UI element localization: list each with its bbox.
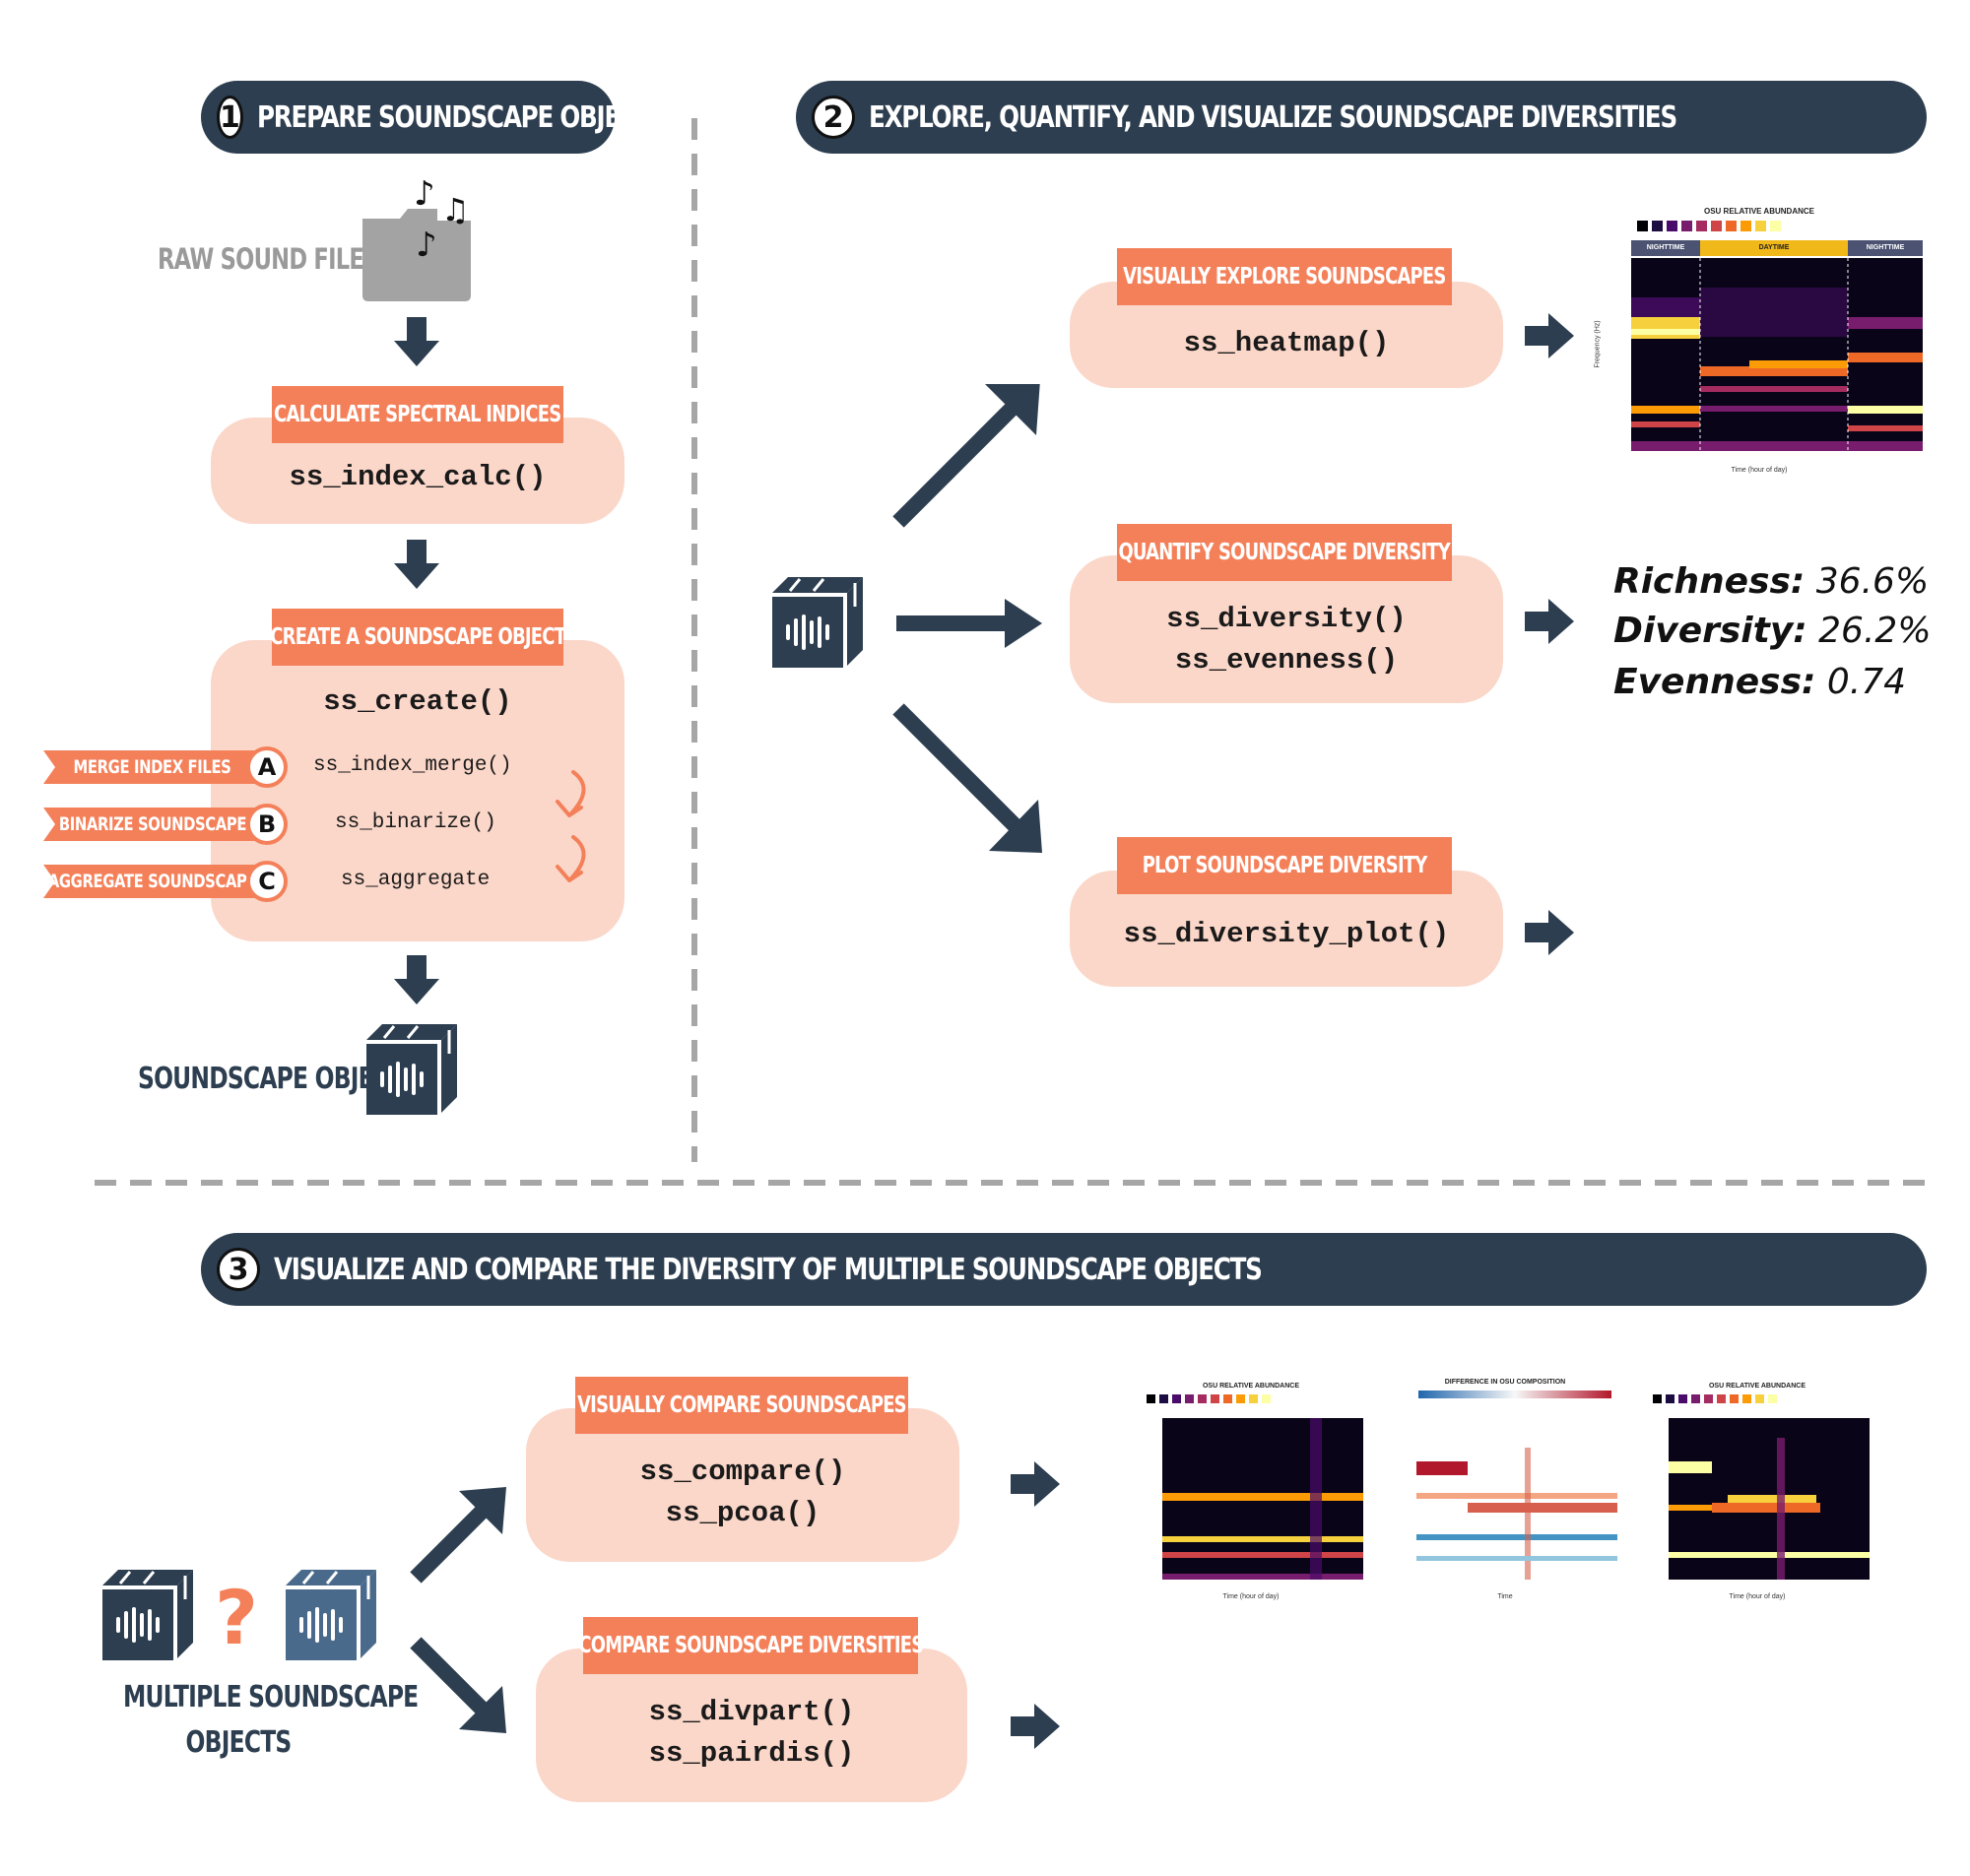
- compare-mid-heatmap: [1416, 1418, 1617, 1580]
- quantify-tag: QUANTIFY SOUNDSCAPE DIVERSITY: [1117, 524, 1452, 581]
- horizontal-divider: [95, 1180, 1931, 1186]
- right-arrow-plot: [1525, 910, 1574, 955]
- section2-number: 2: [812, 96, 855, 139]
- ss-index-merge-code: ss_index_merge(): [313, 754, 512, 777]
- soundscape-object-icon-2: [772, 577, 863, 668]
- compare-mid-title: DIFFERENCE IN OSU COMPOSITION: [1444, 1379, 1566, 1386]
- binarize-ribbon: BINARIZE SOUNDSCAPE: [43, 808, 262, 841]
- stat-richness: Richness: 36.6%: [1613, 561, 1930, 602]
- section1-title: PREPARE SOUNDSCAPE OBJECT: [256, 99, 653, 135]
- svg-text:♪: ♪: [416, 226, 437, 265]
- compare-plot-right: OSU RELATIVE ABUNDANCE Time (hour of day…: [1639, 1383, 1875, 1605]
- svg-text:♫: ♫: [441, 191, 470, 228]
- music-notes-icon: ♪ ♫ ♪: [414, 174, 470, 265]
- section1-banner: 1 PREPARE SOUNDSCAPE OBJECT: [201, 81, 653, 154]
- soundscape-object-icon: [366, 1024, 457, 1115]
- substep-a-badge: A: [246, 746, 288, 788]
- compare-plot-left: OSU RELATIVE ABUNDANCE Time (hour of day…: [1133, 1383, 1369, 1605]
- raw-sound-files-label: RAW SOUND FILES: [158, 242, 379, 276]
- compare-left-xlabel: Time (hour of day): [1222, 1593, 1280, 1600]
- right-arrow-diversities: [1011, 1704, 1060, 1749]
- right-arrow-explore: [1525, 313, 1574, 358]
- stat-diversity: Diversity: 26.2%: [1613, 611, 1932, 651]
- curved-arrow-icon-1: [556, 770, 586, 817]
- compare-tag: VISUALLY COMPARE SOUNDSCAPES: [575, 1377, 908, 1434]
- curved-arrow-icon-2: [556, 835, 586, 882]
- ss-divpart-code: ss_divpart(): [648, 1696, 855, 1728]
- compare-right-title: OSU RELATIVE ABUNDANCE: [1708, 1383, 1806, 1390]
- period-night-2: NIGHTTIME: [1848, 240, 1923, 256]
- substep-b-badge: B: [246, 804, 288, 845]
- ss-aggregate-code: ss_aggregate: [341, 869, 491, 891]
- diversities-tag: COMPARE SOUNDSCAPE DIVERSITIES: [578, 1617, 924, 1674]
- compare-left-heatmap: [1162, 1418, 1363, 1580]
- heatmap-thumbnail: OSU RELATIVE ABUNDANCE NIGHTTIME DAYTIME…: [1592, 203, 1927, 479]
- soundscape-object-icon-b: [286, 1570, 376, 1660]
- heatmap-title: OSU RELATIVE ABUNDANCE: [1703, 207, 1814, 216]
- section1-number: 1: [217, 96, 243, 139]
- soundscape-object-icon-a: [102, 1570, 193, 1660]
- stat-evenness: Evenness: 0.74: [1613, 662, 1907, 702]
- down-arrow-3: [394, 955, 439, 1004]
- branch-arrows: [892, 384, 1042, 853]
- create-tag: CREATE A SOUNDSCAPE OBJECT: [270, 609, 566, 666]
- ss-binarize-code: ss_binarize(): [335, 811, 496, 834]
- ss-create-code: ss_create(): [323, 685, 512, 718]
- compare-mid-xlabel: Time: [1497, 1593, 1513, 1600]
- multiple-objects-label-1: MULTIPLE SOUNDSCAPE: [123, 1680, 419, 1714]
- aggregate-ribbon: AGGREGATE SOUNDSCAPE: [43, 865, 262, 898]
- compare-box: [526, 1408, 959, 1562]
- section2-title: EXPLORE, QUANTIFY, AND VISUALIZE SOUNDSC…: [869, 99, 1677, 135]
- ss-compare-code: ss_compare(): [639, 1456, 846, 1488]
- compare-right-xlabel: Time (hour of day): [1729, 1593, 1786, 1600]
- section3-number: 3: [217, 1248, 260, 1291]
- section2-banner: 2 EXPLORE, QUANTIFY, AND VISUALIZE SOUND…: [796, 81, 1927, 154]
- heatmap-ylabel: Frequency (Hz): [1594, 320, 1602, 368]
- ss-index-calc-code: ss_index_calc(): [289, 461, 547, 493]
- compare-left-title: OSU RELATIVE ABUNDANCE: [1202, 1383, 1299, 1390]
- ss-diversity-plot-code: ss_diversity_plot(): [1123, 918, 1450, 950]
- section3-branch-arrows: [410, 1487, 506, 1733]
- plot-tag: PLOT SOUNDSCAPE DIVERSITY: [1117, 837, 1452, 894]
- ss-pcoa-code: ss_pcoa(): [665, 1497, 821, 1529]
- explore-tag: VISUALLY EXPLORE SOUNDSCAPES: [1117, 248, 1452, 305]
- compare-plot-middle: DIFFERENCE IN OSU COMPOSITION Time: [1385, 1379, 1625, 1605]
- question-mark-icon: ?: [215, 1574, 259, 1661]
- folder-icon: [362, 209, 471, 301]
- period-night-1: NIGHTTIME: [1631, 240, 1700, 256]
- index-calc-tag: CALCULATE SPECTRAL INDICES: [272, 386, 563, 443]
- right-arrow-compare: [1011, 1461, 1060, 1507]
- svg-text:♪: ♪: [414, 174, 435, 214]
- diversities-box: [536, 1649, 967, 1802]
- down-arrow-1: [394, 317, 439, 366]
- ss-heatmap-code: ss_heatmap(): [1183, 327, 1390, 359]
- period-day: DAYTIME: [1700, 240, 1848, 256]
- vertical-divider: [691, 118, 697, 1162]
- multiple-objects-label-2: OBJECTS: [185, 1725, 293, 1760]
- section3-banner: 3 VISUALIZE AND COMPARE THE DIVERSITY OF…: [201, 1233, 1927, 1306]
- heatmap-plot: [1631, 258, 1923, 451]
- ss-pairdis-code: ss_pairdis(): [648, 1737, 855, 1770]
- compare-mid-legend: [1418, 1391, 1611, 1398]
- heatmap-legend: [1637, 221, 1781, 231]
- down-arrow-2: [394, 540, 439, 589]
- soundscape-object-label: SOUNDSCAPE OBJECT: [138, 1062, 405, 1096]
- heatmap-xlabel: Time (hour of day): [1731, 467, 1788, 474]
- substep-c-badge: C: [246, 861, 288, 902]
- merge-index-ribbon: MERGE INDEX FILES: [43, 750, 262, 784]
- ss-evenness-code: ss_evenness(): [1174, 644, 1399, 677]
- section3-title: VISUALIZE AND COMPARE THE DIVERSITY OF M…: [274, 1252, 1263, 1287]
- ss-diversity-code: ss_diversity(): [1166, 603, 1407, 635]
- compare-right-heatmap: [1669, 1418, 1870, 1580]
- right-arrow-quantify: [1525, 599, 1574, 644]
